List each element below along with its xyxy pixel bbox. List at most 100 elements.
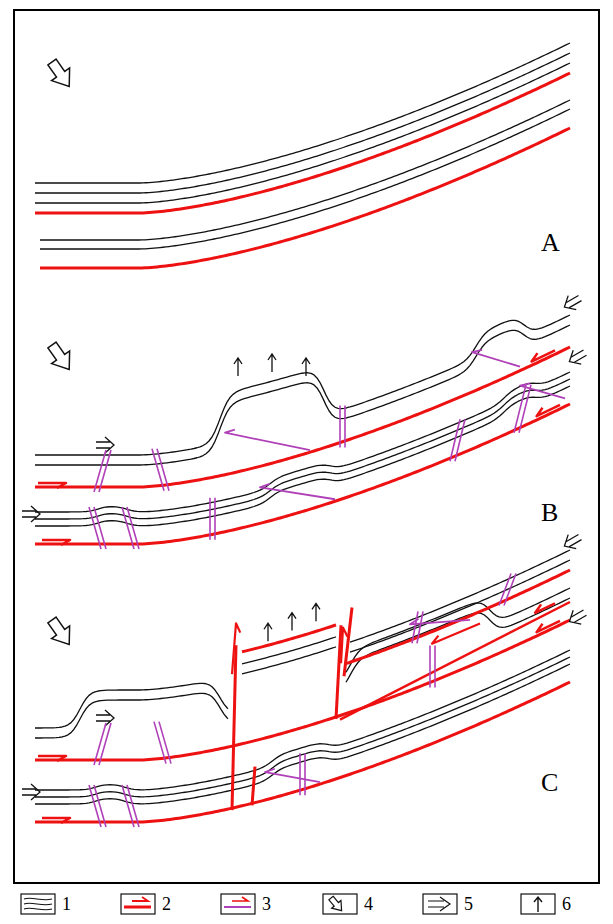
panel-label: C [541, 770, 558, 796]
slip-half-arrow [537, 621, 560, 632]
legend-box [21, 894, 55, 914]
fault-mark [94, 507, 106, 549]
fault-mark [339, 406, 341, 448]
legend-symbol [24, 898, 52, 900]
detachment-line [35, 682, 570, 822]
legend-item: 6 [520, 893, 571, 915]
legend-symbol [232, 897, 248, 901]
uplift-arrow [288, 613, 296, 631]
legend-box [423, 894, 457, 914]
fault-mark [429, 645, 431, 687]
stratum-line [35, 325, 570, 465]
slip-half-arrow [38, 483, 66, 488]
fault-mark [304, 753, 306, 795]
fault-line [344, 608, 352, 677]
movement-arrow [560, 291, 584, 314]
thrust-line [340, 602, 570, 720]
strata-group [22, 43, 589, 827]
uplift-arrow [264, 623, 272, 641]
fault-mark [299, 753, 301, 795]
fault-mark [209, 498, 211, 540]
slip-half-arrow [42, 540, 70, 545]
stratum-line [242, 647, 336, 674]
slip-half-arrow [38, 756, 66, 761]
stratum-line [35, 386, 570, 526]
fault-line [336, 625, 341, 719]
stratum-line [35, 53, 570, 193]
detachment-line [35, 347, 570, 487]
detachment-line [346, 570, 570, 664]
fault-mark [450, 419, 460, 461]
fault-mark [417, 611, 423, 643]
fault-mark [99, 723, 111, 765]
slip-half-arrow [532, 350, 555, 361]
movement-arrow [22, 784, 40, 800]
movement-arrow [22, 506, 40, 522]
movement-arrow [565, 606, 589, 629]
stratum-line [35, 693, 228, 738]
legend-sample [520, 893, 556, 915]
legend-sample [220, 893, 256, 915]
legend-symbol [124, 906, 151, 909]
legend-symbol [224, 906, 251, 908]
legend-label: 4 [364, 895, 373, 913]
legend-symbol [132, 897, 148, 901]
legend-symbol [326, 894, 346, 914]
stratum-line [350, 550, 570, 642]
stratum-line [350, 560, 570, 652]
legend-symbol [24, 903, 52, 905]
thrust-half-arrow [265, 769, 320, 782]
fault-mark [455, 419, 465, 461]
stratum-line [35, 664, 570, 804]
legend-item: 5 [422, 893, 473, 915]
panel-label: B [541, 500, 558, 526]
fault-mark [157, 449, 169, 491]
movement-arrow [565, 346, 589, 369]
legend-sample [120, 893, 156, 915]
uplift-arrow [234, 358, 242, 376]
detachment-line [35, 620, 570, 760]
movement-arrow [560, 530, 584, 553]
thrust-half-arrow [225, 430, 310, 451]
thrust-half-arrow [472, 350, 520, 367]
slip-half-arrow [341, 628, 347, 664]
detachment-line [40, 128, 570, 268]
stratum-line [40, 109, 570, 249]
fault-mark [504, 574, 516, 606]
uplift-arrow [302, 358, 310, 376]
slip-half-arrow [535, 603, 555, 613]
legend-symbol [428, 897, 450, 911]
legend-box [323, 894, 357, 914]
stratum-line [35, 657, 570, 797]
legend-label: 3 [262, 895, 271, 913]
fault-mark [94, 785, 106, 827]
legend-sample [20, 893, 56, 915]
stratum-line [40, 100, 570, 240]
fault-line [252, 767, 255, 806]
fault-mark [519, 385, 531, 433]
legend-box [121, 894, 155, 914]
compression-arrow [43, 56, 78, 93]
slip-half-arrow [232, 623, 240, 674]
fault-mark [344, 406, 346, 448]
detachment-line [35, 73, 570, 213]
stratum-line [35, 43, 570, 183]
uplift-arrow [312, 603, 320, 621]
compression-arrow [43, 339, 78, 376]
compression-arrow [43, 614, 78, 651]
thrust-half-arrow [260, 484, 335, 499]
fault-mark [159, 722, 171, 764]
legend-symbol [534, 897, 542, 912]
slip-half-arrow [42, 818, 70, 823]
thrust-half-arrow [520, 383, 565, 398]
detachment-line [242, 625, 336, 652]
legend-item: 1 [20, 893, 71, 915]
panel-label: A [541, 230, 560, 256]
thrust-half-arrow [410, 619, 470, 625]
detachment-line [35, 404, 570, 544]
legend-label: 1 [62, 895, 71, 913]
fault-mark [214, 498, 216, 540]
slip-half-arrow [432, 624, 480, 644]
